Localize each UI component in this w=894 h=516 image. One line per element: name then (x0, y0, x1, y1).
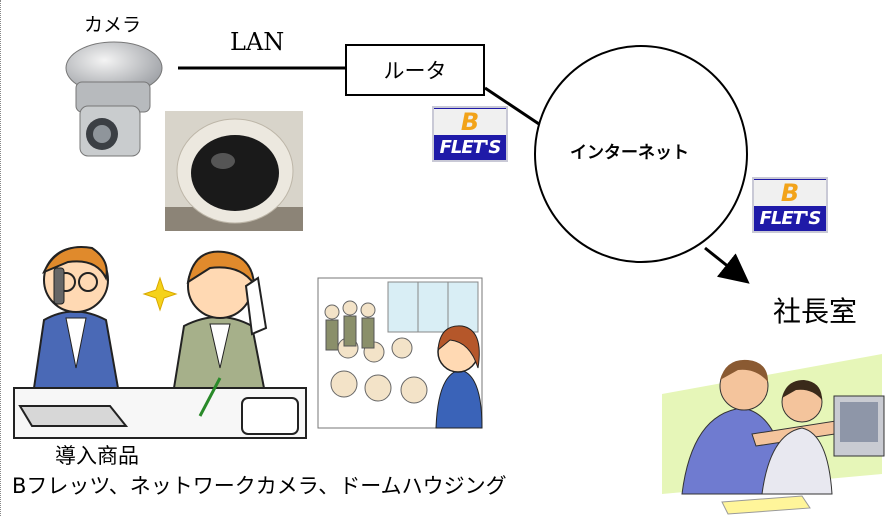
router-box: ルータ (345, 44, 485, 96)
flets-logo-right: B FLET'S (752, 177, 828, 233)
internet-ellipse (534, 45, 748, 263)
router-internet-line (484, 86, 546, 130)
lan-label: LAN (230, 28, 285, 56)
president-office-illustration (662, 354, 885, 515)
products-title: 導入商品 (55, 444, 139, 468)
products-list: Bフレッツ、ネットワークカメラ、ドームハウジング (12, 474, 507, 498)
office-workers-illustration (13, 246, 307, 439)
router-label: ルータ (383, 59, 447, 83)
internet-label: インターネット (570, 143, 689, 163)
network-camera-icon (65, 41, 163, 157)
left-border (0, 0, 3, 516)
internet-president-arrow (704, 246, 750, 284)
camera-label: カメラ (84, 14, 142, 36)
flets-logo-left: B FLET'S (432, 106, 508, 162)
seminar-illustration (317, 277, 483, 429)
dome-camera-icon (165, 111, 303, 231)
president-room-label: 社長室 (773, 295, 858, 328)
